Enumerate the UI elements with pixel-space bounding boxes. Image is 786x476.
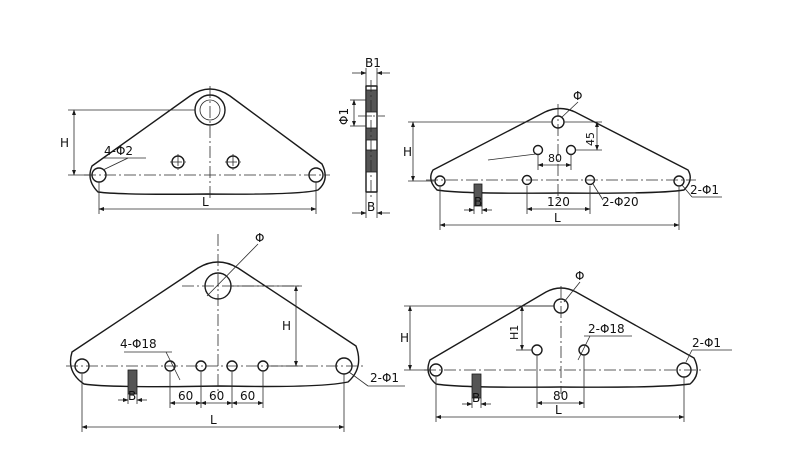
view3-label-holes: 4-Φ18 [120,337,157,351]
view1-outline [89,88,326,195]
view2-label-b: B [474,195,482,209]
view3-yoke-plate: Φ 4-Φ18 H B 60 60 60 2-Φ1 L [66,231,405,432]
view2-label-45: 45 [584,132,597,146]
view2-label-phi: Φ [573,89,582,103]
view2-label-l: L [554,211,561,225]
view4-label-holes-mid: 2-Φ18 [588,322,625,336]
view1-label-h: H [60,136,69,150]
view3-label-phi: Φ [255,231,264,245]
view1-label-l: L [202,195,209,209]
side-label-b: B [367,200,375,214]
view2-label-holes-end: 2-Φ1 [690,183,719,197]
view3-label-60-a: 60 [178,389,193,403]
side-label-phi1: Φ1 [337,108,351,125]
view4-label-holes-end: 2-Φ1 [692,336,721,350]
view4-label-h1: H1 [508,325,521,340]
view2-label-80: 80 [548,152,562,165]
view4-label-80: 80 [553,389,568,403]
view1-label-holes: 4-Φ2 [104,144,133,158]
view4-label-b: B [472,391,480,405]
view3-label-l: L [210,413,217,427]
view1-top-hole-inner [199,99,221,121]
view3-label-holes-end: 2-Φ1 [370,371,399,385]
side-view: B1 Φ1 B [337,56,390,218]
view3-label-60-c: 60 [240,389,255,403]
view2-label-120: 120 [547,195,570,209]
view2-label-h: H [403,145,412,159]
view4-outline [427,287,698,388]
view4-label-h: H [400,331,409,345]
view1-yoke-plate: H 4-Φ2 L [60,86,330,214]
view2-outline [430,107,691,194]
view3-outline [69,261,360,388]
view3-label-b: B [128,389,136,403]
view2-yoke-plate: Φ 45 80 H B 120 2-Φ20 2-Φ1 [403,89,722,230]
view3-label-60-b: 60 [209,389,224,403]
view3-label-h: H [282,319,291,333]
view2-label-holes-small: 2-Φ20 [602,195,639,209]
view4-label-l: L [555,403,562,417]
side-label-b1: B1 [365,56,381,70]
view4-label-phi: Φ [575,269,584,283]
view4-yoke-plate: Φ H H1 2-Φ18 2-Φ1 B 80 L [400,269,732,422]
